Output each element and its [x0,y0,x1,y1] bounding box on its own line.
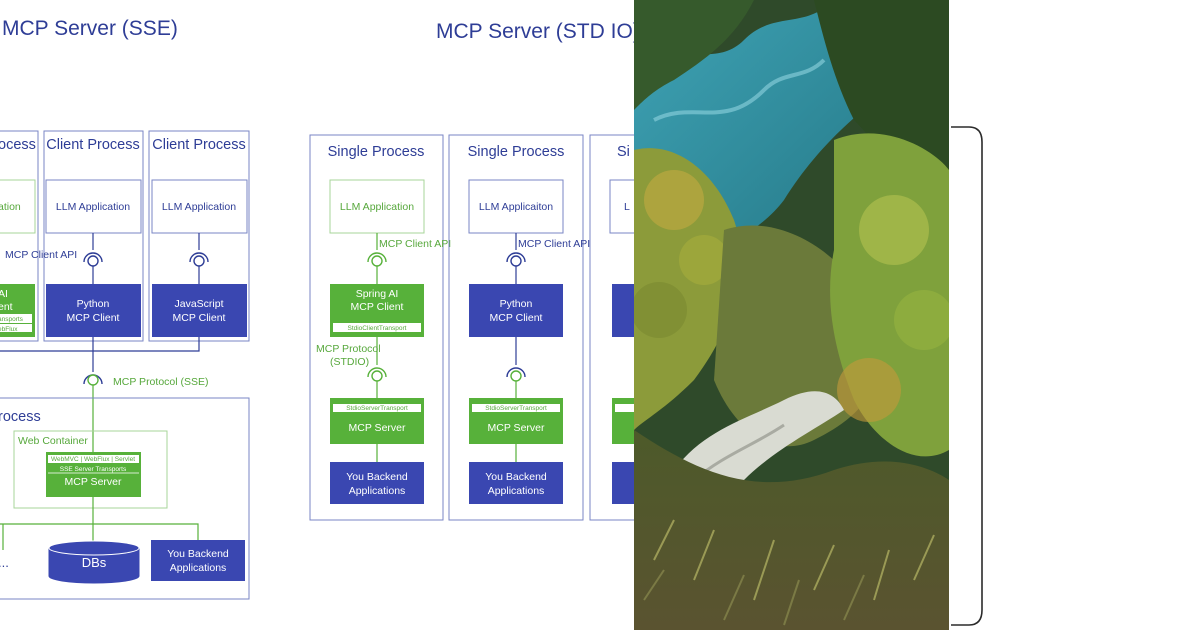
db-label: DBs [82,555,107,570]
stdio-client-box-3 [612,284,634,337]
llm-application-box-2 [45,179,142,234]
stdio-client-api-connector-1 [367,233,387,284]
single-process-label-2: Single Process [468,144,565,160]
web-container-box [13,430,168,509]
brace-bracket [951,126,983,626]
single-process-box-2 [448,134,584,521]
stdio-server-transport-text-2: StdioServerTransport [485,405,547,412]
spring-ai-stdio-client-line-2: MCP Client [351,301,404,313]
sse-server-tag-1 [48,455,139,463]
spring-ai-stdio-client-line-1: Spring AI [356,288,399,300]
stdio-backend-box-3 [612,462,634,504]
sse-ellipsis: ... [0,555,9,570]
client-process-label-2: Client Process [46,137,139,153]
stdio-mcp-server-label-2: MCP Server [488,422,545,434]
stdio-client-api-label-1: MCP Client API [379,238,451,250]
sse-backend-connector [0,497,199,550]
client-api-connector-2 [189,233,209,284]
web-container-label: Web Container [18,435,88,447]
stdio-llm-application-label-2: LLM Applicaiton [479,201,553,213]
stdio-backend-box-1 [330,462,424,504]
sse-server-tag-text-2: SSE Server Transports [60,466,127,473]
client-transport-tag-2 [0,324,32,332]
architecture-diagram: MCP Server (SSE) ocess ation AI ent ansp… [0,17,634,600]
photo-illustration [634,0,949,630]
llm-application-box-3 [151,179,248,234]
client-process-label-3: Client Process [152,137,245,153]
stdio-title: MCP Server (STD IO) [436,20,634,43]
stdio-llm-application-label-3: L [624,201,630,213]
client-process-label-1: ocess [0,137,36,153]
stdio-server-transport-tag-2 [472,404,560,412]
stdio-protocol-line-1: MCP Protocol [316,343,381,355]
client-process-box-1 [0,130,39,342]
forest-cliff-photo [634,0,949,630]
stdio-client-api-connector-2 [506,233,526,284]
client-api-connector-1 [83,233,103,284]
database-cylinder [48,540,140,584]
stdio-server-transport-tag-1 [333,404,421,412]
server-process-box [0,397,250,600]
python-client-line-2: MCP Client [67,312,120,324]
sse-client-api-label: MCP Client API [5,249,77,261]
stdio-client-transport-text: StdioClientTransport [347,325,406,332]
stdio-protocol-connector-1 [367,337,387,398]
spring-ai-client-line-1: AI [0,288,8,300]
python-client-box [46,284,141,337]
stdio-llm-application-box-1 [329,179,425,234]
stdio-backend-line-1a: You Backend [346,471,408,483]
sse-mcp-server-label: MCP Server [65,476,122,488]
sse-backend-box [151,540,245,581]
sse-backend-line-2: Applications [170,562,227,574]
sse-title: MCP Server (SSE) [2,17,178,40]
python-stdio-client-line-1: Python [500,298,533,310]
stdio-protocol-line-2: (STDIO) [330,356,369,368]
sse-protocol-label: MCP Protocol (SSE) [113,376,209,388]
stdio-mcp-server-label-1: MCP Server [349,422,406,434]
server-process-label: rocess [0,409,41,425]
llm-application-label-2: LLM Application [56,201,130,213]
stdio-backend-line-1b: Applications [349,485,406,497]
stdio-protocol-connector-2 [506,337,526,398]
single-process-label-3: Si [617,144,630,160]
client-transport-tag-1 [0,314,32,323]
javascript-client-box [152,284,247,337]
stdio-llm-application-box-3 [609,179,634,234]
single-process-label-1: Single Process [328,144,425,160]
stdio-llm-application-label-1: LLM Application [340,201,414,213]
llm-application-label-1: ation [0,201,21,213]
stdio-backend-box-2 [469,462,563,504]
stdio-backend-line-2b: Applications [488,485,545,497]
sse-server-tag-text-1: WebMVC | WebFlux | Servlet [51,456,135,463]
python-stdio-client-box [469,284,563,337]
llm-application-box-1 [0,179,36,234]
client-transport-text-2: ebFlux [0,326,18,333]
llm-application-label-3: LLM Application [162,201,236,213]
stdio-client-api-label-2: MCP Client API [518,238,590,250]
spring-ai-client-line-2: ent [0,301,13,313]
python-stdio-client-line-2: MCP Client [490,312,543,324]
single-process-box-1 [309,134,444,521]
javascript-client-line-1: JavaScript [174,298,223,310]
sse-protocol-connector [0,337,200,452]
client-transport-text-1: ansports [0,316,24,323]
python-client-line-1: Python [77,298,110,310]
single-process-box-3 [589,134,634,521]
stdio-backend-line-2a: You Backend [485,471,547,483]
stdio-server-transport-text-1: StdioServerTransport [346,405,408,412]
javascript-client-line-2: MCP Client [173,312,226,324]
stdio-server-transport-tag-3 [615,404,634,412]
sse-backend-line-1: You Backend [167,548,229,560]
stdio-client-transport-tag [333,323,421,332]
stdio-llm-application-box-2 [468,179,564,234]
